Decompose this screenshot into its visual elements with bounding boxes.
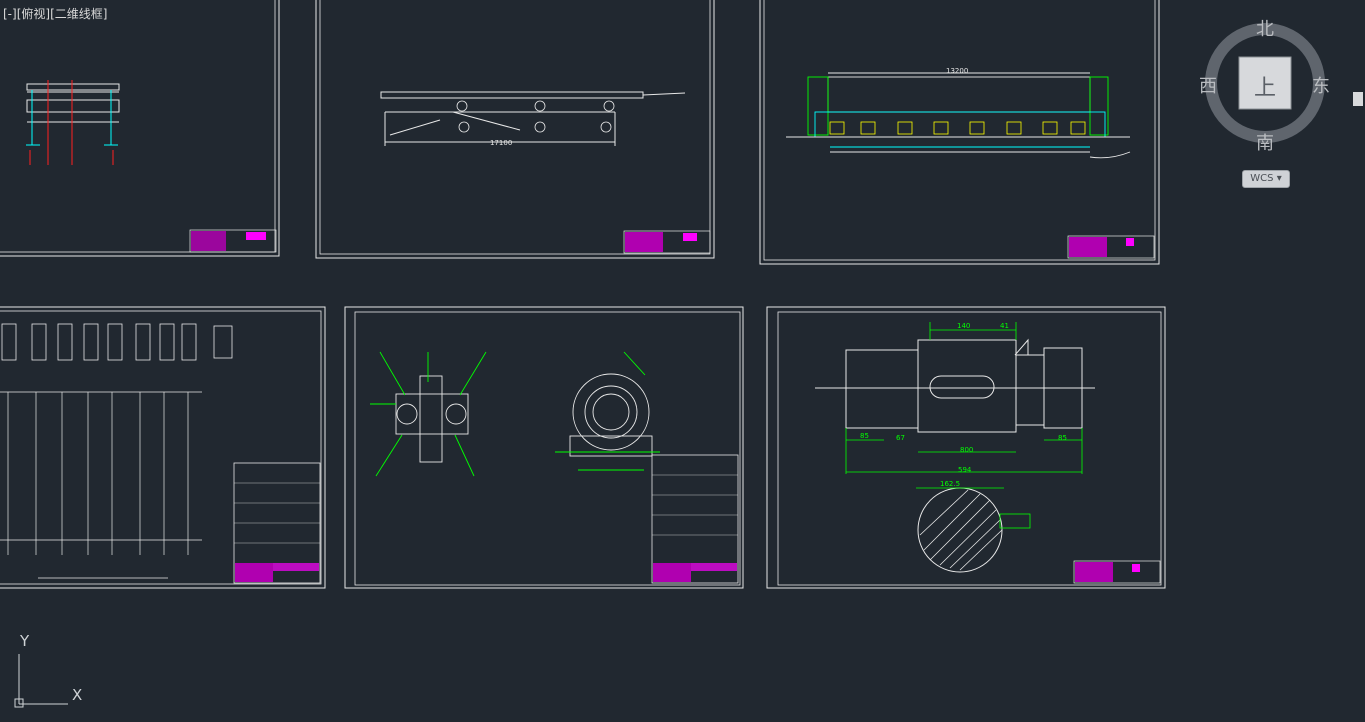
shaft-drawing xyxy=(815,338,1095,433)
chevron-down-icon: ▾ xyxy=(1276,173,1282,184)
title-block xyxy=(1073,560,1161,584)
wcs-label: WCS xyxy=(1250,173,1274,184)
visual-style[interactable]: [二维线框] xyxy=(50,7,108,21)
machine-front-view xyxy=(786,72,1131,159)
compass-south[interactable]: 南 xyxy=(1256,133,1274,154)
title-block xyxy=(623,230,711,254)
viewport-controls[interactable]: [-] xyxy=(3,7,17,21)
elevation-columns xyxy=(0,391,202,579)
compass-ring[interactable] xyxy=(1195,15,1335,165)
dimension-label: 85 xyxy=(860,432,869,440)
ucs-icon xyxy=(14,654,68,708)
drawing-sheet-2[interactable]: 17100 xyxy=(315,0,715,259)
roller-boxes xyxy=(829,121,1086,135)
dimension-label: 41 xyxy=(1000,322,1009,330)
drawing-sheet-3[interactable]: 13200 xyxy=(759,0,1160,265)
ucs-y-label: Y xyxy=(20,632,30,650)
dimension-label: 67 xyxy=(896,434,905,442)
title-block xyxy=(189,229,277,253)
wheel-assemblies xyxy=(1,323,233,361)
wcs-dropdown[interactable]: WCS ▾ xyxy=(1242,170,1290,188)
drawing-sheet-4[interactable] xyxy=(0,306,326,589)
dimension-label: 162.5 xyxy=(940,480,960,488)
conveyor-elevation xyxy=(380,91,686,146)
parts-list-table xyxy=(233,462,321,584)
viewport-label[interactable]: [-][俯视][二维线框] xyxy=(3,5,107,22)
dimension-lines xyxy=(845,322,1083,474)
drawing-sheet-1[interactable] xyxy=(0,0,280,257)
dimension-label: 13200 xyxy=(946,67,968,75)
bearing-housing-view xyxy=(555,351,660,471)
compass-north[interactable]: 北 xyxy=(1256,19,1274,40)
bearing-section-view xyxy=(370,351,487,477)
view-preset[interactable]: [俯视] xyxy=(16,7,51,21)
parts-list-table xyxy=(651,454,739,584)
scrollbar-thumb[interactable] xyxy=(1353,92,1363,106)
compass-east[interactable]: 东 xyxy=(1312,76,1330,97)
dimension-label: 800 xyxy=(960,446,973,454)
viewcube-top-face[interactable]: 上 xyxy=(1254,76,1277,101)
section-circle xyxy=(916,487,1031,573)
viewcube[interactable]: 北 南 东 西 上 xyxy=(1195,15,1335,190)
dimension-label: 85 xyxy=(1058,434,1067,442)
ucs-x-label: X xyxy=(72,686,83,704)
drawing-sheet-6[interactable]: 140 41 85 67 800 85 594 162.5 xyxy=(766,306,1166,589)
support-wheels xyxy=(456,100,615,133)
dimension-label: 17100 xyxy=(490,139,512,147)
frame-elevation xyxy=(26,80,120,165)
compass-west[interactable]: 西 xyxy=(1199,76,1217,97)
dimension-label: 594 xyxy=(958,466,972,474)
title-block xyxy=(1067,235,1155,259)
dimension-label: 140 xyxy=(957,322,970,330)
drawing-sheet-5[interactable] xyxy=(344,306,744,589)
vertical-scrollbar[interactable] xyxy=(1351,0,1365,722)
